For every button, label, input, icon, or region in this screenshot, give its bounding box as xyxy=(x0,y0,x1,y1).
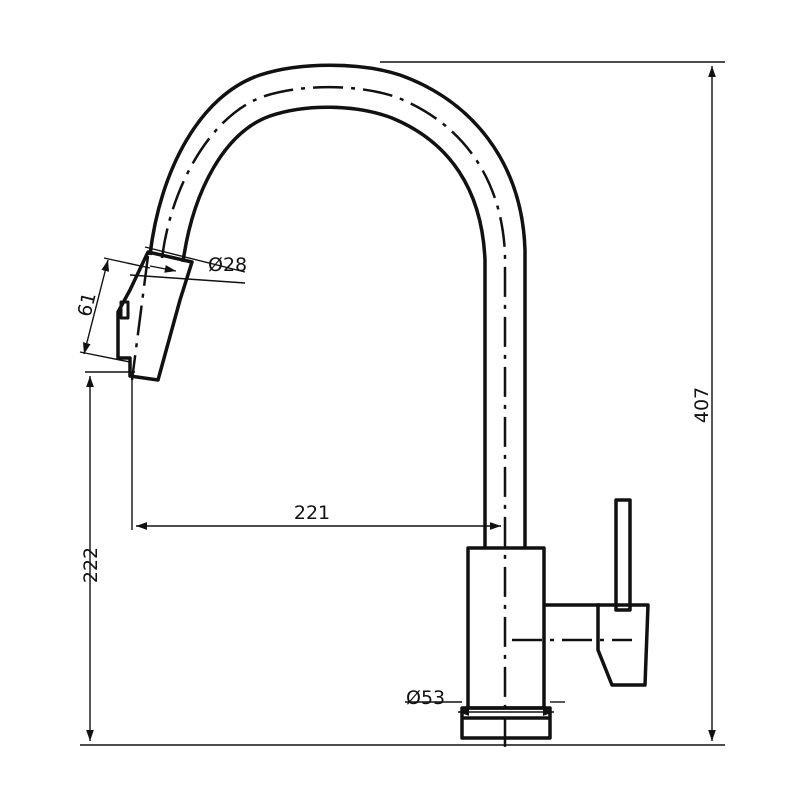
spout-inner-wall xyxy=(181,105,487,548)
dim-label-base-diameter: Ø53 xyxy=(406,687,445,709)
faucet-outline xyxy=(116,63,650,740)
spray-centerline xyxy=(130,255,150,381)
dim-label-spray-head-length: 61 xyxy=(74,290,101,319)
dim-label-outlet-height: 222 xyxy=(80,547,102,583)
dim-label-spout-reach: 221 xyxy=(294,502,330,524)
spout-outer-wall xyxy=(148,63,527,548)
spout-centerline xyxy=(160,85,507,750)
dim-label-spray-head-diameter: Ø28 xyxy=(208,254,247,276)
dimension-lines xyxy=(82,66,716,741)
dim-28-line xyxy=(149,265,177,273)
centerlines xyxy=(130,85,632,750)
dim-label-total-height: 407 xyxy=(691,387,713,423)
dim-61-line xyxy=(82,259,110,355)
handle-cartridge xyxy=(596,603,650,687)
handle-lever xyxy=(614,498,632,612)
spray-button xyxy=(119,300,130,320)
extension-lines xyxy=(79,61,725,746)
